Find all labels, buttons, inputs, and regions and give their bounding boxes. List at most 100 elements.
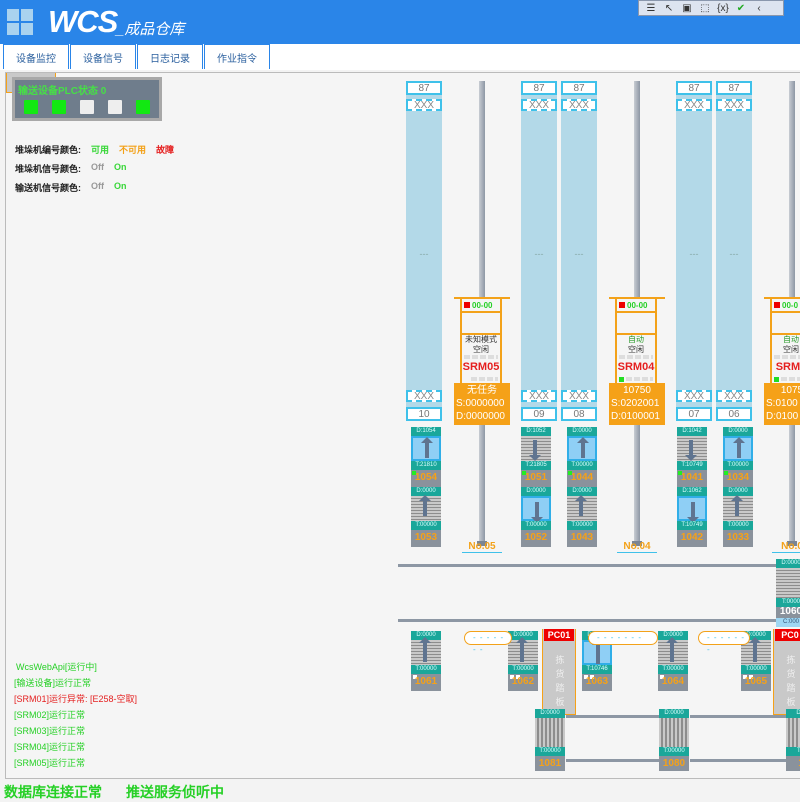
dest-tag: D:1042 — [677, 427, 707, 436]
signal-dots — [781, 377, 800, 381]
rack-slot[interactable]: XXX — [561, 99, 597, 111]
code-icon[interactable]: {x} — [717, 2, 729, 14]
srm-mode-text: 未知模式 — [465, 335, 497, 344]
rack-slot[interactable]: XXX — [406, 390, 442, 402]
arrow-down-icon — [685, 440, 697, 461]
vertical-conveyor[interactable]: D:0T:01 — [786, 709, 800, 771]
aisle-label: No.05 — [462, 541, 502, 553]
task-tag: T:10749 — [677, 461, 707, 470]
rack-top-label: 87 — [561, 81, 597, 95]
plc-status-panel: 输送设备PLC状态 0 — [12, 77, 162, 121]
tab-log[interactable]: 日志记录 — [137, 44, 203, 69]
select-pointer-icon[interactable]: ↖ — [664, 2, 674, 14]
srm-task: 1075 — [780, 385, 800, 396]
srm-top-bar — [609, 297, 665, 299]
rack-slot[interactable]: XXX — [716, 99, 752, 111]
check-icon[interactable]: ✔ — [736, 2, 746, 14]
aisle-label: No.04 — [617, 541, 657, 553]
region-select-icon[interactable]: ⬚ — [700, 2, 710, 14]
srm-mode: 自动空闲 — [617, 335, 655, 355]
rack-slot[interactable]: XXX — [521, 390, 557, 402]
dest-tag: D:0000 — [508, 631, 538, 640]
tab-device-monitor[interactable]: 设备监控 — [3, 44, 69, 69]
srm-dest: D:0100001 — [611, 411, 660, 422]
signal-on-icon — [678, 471, 682, 475]
arrow-up-icon — [575, 495, 587, 516]
tab-job-command[interactable]: 作业指令 — [204, 44, 270, 69]
srm-separator — [462, 311, 500, 313]
picker-label: PC0 — [775, 629, 800, 641]
frame-icon[interactable]: ▣ — [682, 2, 692, 14]
task-tag: T:0 — [786, 747, 800, 756]
srm-top-bar — [764, 297, 800, 299]
srm-state-text: 空闲 — [783, 345, 799, 354]
srm-state-text: 空闲 — [473, 345, 489, 354]
rack-slot[interactable]: XXX — [561, 390, 597, 402]
tab-device-signal[interactable]: 设备信号 — [70, 44, 136, 69]
conveyor-body — [786, 718, 800, 747]
rail-end — [477, 541, 487, 546]
status-square-icon — [774, 302, 780, 308]
picker-label: PC01 — [544, 629, 574, 641]
rack-slot[interactable]: XXX — [676, 99, 712, 111]
dest-tag: D:0000 — [535, 709, 565, 718]
debug-toolbar: ☰ ↖ ▣ ⬚ {x} ✔ ‹ — [638, 0, 784, 16]
track-line — [398, 564, 778, 567]
plc-lamp — [52, 100, 66, 114]
srm-separator — [617, 311, 655, 313]
conveyor-body — [741, 637, 771, 665]
conveyor-id: 1033 — [726, 532, 750, 543]
conveyor-id: 1052 — [524, 532, 548, 543]
arrow-up-icon — [731, 495, 743, 516]
conveyor-body — [723, 495, 753, 521]
arrow-up-icon — [733, 437, 745, 458]
signal-off-icon — [590, 675, 594, 679]
rack-slot[interactable]: XXX — [716, 390, 752, 402]
srm-separator — [462, 333, 500, 335]
rack-top-label: 87 — [521, 81, 557, 95]
conveyor-body — [411, 495, 441, 521]
rack-slot[interactable]: XXX — [406, 99, 442, 111]
srm-separator — [772, 333, 800, 335]
track-line — [566, 759, 661, 762]
signal-on-icon — [412, 471, 416, 475]
task-tag: T:10749 — [677, 521, 707, 530]
legend-srm-number: 堆垛机编号颜色: 可用 不可用 故障 — [15, 145, 175, 155]
collapse-icon[interactable]: ‹ — [757, 2, 761, 14]
srm-name: SRM04 — [617, 361, 655, 373]
task-tag: T:00000 — [723, 461, 753, 470]
log-line: WcsWebApi[运行中] — [16, 662, 97, 672]
settings-panel-icon[interactable]: ☰ — [646, 2, 656, 14]
rack-slot[interactable]: XXX — [676, 390, 712, 402]
rack-slot[interactable]: XXX — [521, 99, 557, 111]
